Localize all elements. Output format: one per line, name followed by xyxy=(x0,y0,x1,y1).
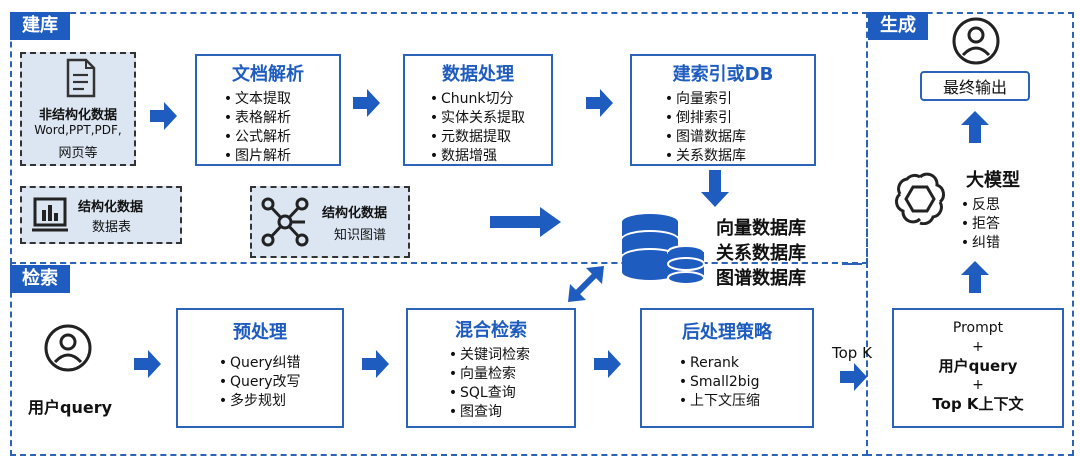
user-icon xyxy=(952,17,1000,65)
list-item: •拒答 xyxy=(960,216,1000,232)
prompt-line-5: Top K上下文 xyxy=(932,395,1024,413)
structured-table-sub: 数据表 xyxy=(92,220,132,235)
arrow-right-icon xyxy=(353,89,380,117)
list-item: •Chunk切分 xyxy=(429,91,514,107)
build-index-title: 建索引或DB xyxy=(672,64,774,85)
list-item: •关键词检索 xyxy=(448,347,530,363)
structured-graph-title: 结构化数据 xyxy=(322,206,388,221)
section-tag-retrieve: 检索 xyxy=(10,265,70,293)
list-item: •上下文压缩 xyxy=(678,393,760,409)
unstructured-data-card: 非结构化数据 Word,PPT,PDF, 网页等 xyxy=(20,52,136,166)
postprocess-box: 后处理策略 •Rerank •Small2big •上下文压缩 xyxy=(640,308,814,428)
list-item: •元数据提取 xyxy=(429,129,511,145)
arrow-right-icon xyxy=(840,363,867,391)
list-item: •反思 xyxy=(960,197,1000,213)
section-tag-build: 建库 xyxy=(10,12,70,40)
structured-table-title: 结构化数据 xyxy=(78,200,144,215)
arrow-right-icon xyxy=(586,89,613,117)
postprocess-title: 后处理策略 xyxy=(682,322,772,343)
list-item: •实体关系提取 xyxy=(429,110,525,126)
user-icon xyxy=(44,324,92,372)
unstructured-line3: 网页等 xyxy=(58,146,98,161)
list-item: •多步规划 xyxy=(218,393,286,409)
list-item: •数据增强 xyxy=(429,148,497,164)
arrow-up-icon xyxy=(961,111,989,143)
document-parse-title: 文档解析 xyxy=(232,64,304,85)
database-line-3: 图谱数据库 xyxy=(716,268,806,289)
document-parse-box: 文档解析 •文本提取 •表格解析 •公式解析 •图片解析 xyxy=(195,54,341,166)
list-item: •图谱数据库 xyxy=(664,129,746,145)
database-icon xyxy=(622,214,705,285)
unstructured-line2: Word,PPT,PDF, xyxy=(34,123,122,137)
list-item: •Small2big xyxy=(678,374,760,390)
data-processing-title: 数据处理 xyxy=(442,64,514,85)
list-item: •向量检索 xyxy=(448,366,516,382)
database-line-2: 关系数据库 xyxy=(716,243,806,264)
data-processing-box: 数据处理 •Chunk切分 •实体关系提取 •元数据提取 •数据增强 xyxy=(403,54,553,166)
arrow-down-icon xyxy=(701,170,729,207)
user-query-label: 用户query xyxy=(28,398,113,417)
build-index-box: 建索引或DB •向量索引 •倒排索引 •图谱数据库 •关系数据库 xyxy=(630,54,816,166)
list-item: •文本提取 xyxy=(223,91,291,107)
structured-table-card: 结构化数据 数据表 xyxy=(20,186,182,244)
arrow-right-icon xyxy=(362,350,389,378)
llm-title: 大模型 xyxy=(966,170,1020,191)
generate-frame xyxy=(866,12,1074,456)
arrow-right-icon xyxy=(134,350,161,378)
list-item: •Query纠错 xyxy=(218,355,301,371)
knowledge-graph-icon xyxy=(261,197,309,247)
prompt-line-3: 用户query xyxy=(938,357,1018,375)
list-item: •Rerank xyxy=(678,355,740,371)
prompt-line-1: Prompt xyxy=(952,320,1004,336)
final-output-box: 最终输出 xyxy=(920,71,1030,101)
hybrid-retrieval-box: 混合检索 •关键词检索 •向量检索 •SQL查询 •图查询 xyxy=(406,308,576,428)
llm-icon xyxy=(895,172,945,225)
preprocess-box: 预处理 •Query纠错 •Query改写 •多步规划 xyxy=(176,308,344,428)
list-item: •Query改写 xyxy=(218,374,301,390)
list-item: •图查询 xyxy=(448,404,502,420)
document-icon xyxy=(66,58,96,98)
unstructured-title: 非结构化数据 xyxy=(38,108,117,123)
list-item: •向量索引 xyxy=(664,91,732,107)
arrow-right-icon xyxy=(490,207,561,237)
bidirectional-arrow-icon xyxy=(568,266,604,302)
prompt-box: Prompt + 用户query + Top K上下文 xyxy=(892,308,1064,428)
hybrid-retrieval-title: 混合检索 xyxy=(455,320,527,341)
arrow-right-icon xyxy=(594,350,621,378)
list-item: •图片解析 xyxy=(223,148,291,164)
list-item: •表格解析 xyxy=(223,110,291,126)
structured-graph-card: 结构化数据 知识图谱 xyxy=(250,186,410,258)
prompt-line-4: + xyxy=(972,377,984,393)
list-item: •倒排索引 xyxy=(664,110,732,126)
list-item: •公式解析 xyxy=(223,129,291,145)
arrow-up-icon xyxy=(961,261,989,293)
section-tag-generate: 生成 xyxy=(868,12,928,40)
arrow-right-icon xyxy=(150,102,177,130)
list-item: •关系数据库 xyxy=(664,148,746,164)
prompt-line-2: + xyxy=(972,339,984,355)
list-item: •纠错 xyxy=(960,235,1000,251)
preprocess-title: 预处理 xyxy=(233,322,287,343)
structured-graph-sub: 知识图谱 xyxy=(334,228,387,243)
connector-line xyxy=(842,263,862,265)
bar-chart-icon xyxy=(32,197,68,232)
database-line-1: 向量数据库 xyxy=(716,218,806,239)
topk-label: Top K xyxy=(832,344,872,362)
list-item: •SQL查询 xyxy=(448,385,516,401)
